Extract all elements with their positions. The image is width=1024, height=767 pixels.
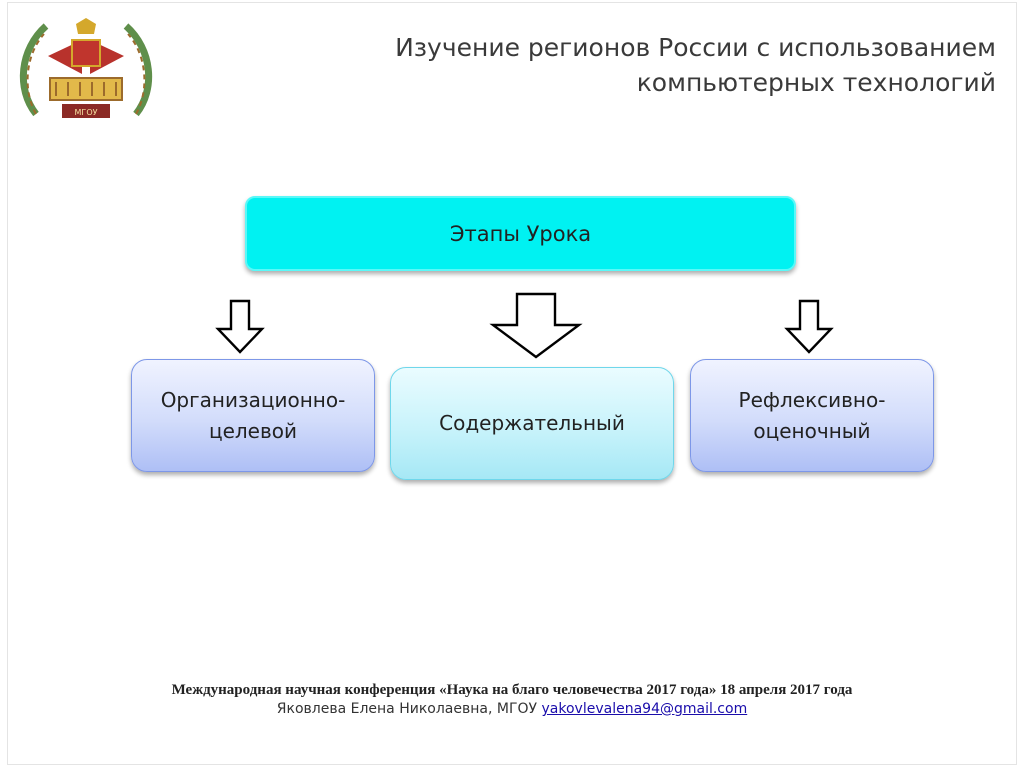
down-arrow-icon xyxy=(215,299,265,354)
lesson-stages-label: Этапы Урока xyxy=(449,221,592,246)
svg-text:МГОУ: МГОУ xyxy=(75,108,98,117)
stage-label: Организационно- xyxy=(160,387,346,412)
slide-title: Изучение регионов России с использование… xyxy=(376,30,996,100)
stage-reflective: Рефлексивно- оценочный xyxy=(690,359,934,472)
down-arrow-icon xyxy=(489,292,583,359)
slide-frame xyxy=(7,2,1017,765)
slide-title-line2: компьютерных технологий xyxy=(636,68,996,97)
stage-label: Рефлексивно- xyxy=(738,387,886,412)
slide-title-line1: Изучение регионов России с использование… xyxy=(395,33,996,62)
author-info: Яковлева Елена Николаевна, МГОУ yakovlev… xyxy=(0,701,1024,717)
author-name: Яковлева Елена Николаевна, МГОУ xyxy=(276,701,538,717)
stage-label: Содержательный xyxy=(439,411,625,435)
lesson-stages-box: Этапы Урока xyxy=(245,196,796,271)
down-arrow-icon xyxy=(784,299,834,354)
email-link[interactable]: yakovlevalena94@gmail.com xyxy=(541,701,748,717)
stage-label: оценочный xyxy=(753,418,871,443)
stage-label: целевой xyxy=(208,418,298,443)
stage-content: Содержательный xyxy=(390,367,674,480)
stage-organizational: Организационно- целевой xyxy=(131,359,375,472)
university-emblem-logo: МГОУ xyxy=(19,18,153,118)
footer: Международная научная конференция «Наука… xyxy=(0,682,1024,717)
conference-info: Международная научная конференция «Наука… xyxy=(171,682,853,698)
